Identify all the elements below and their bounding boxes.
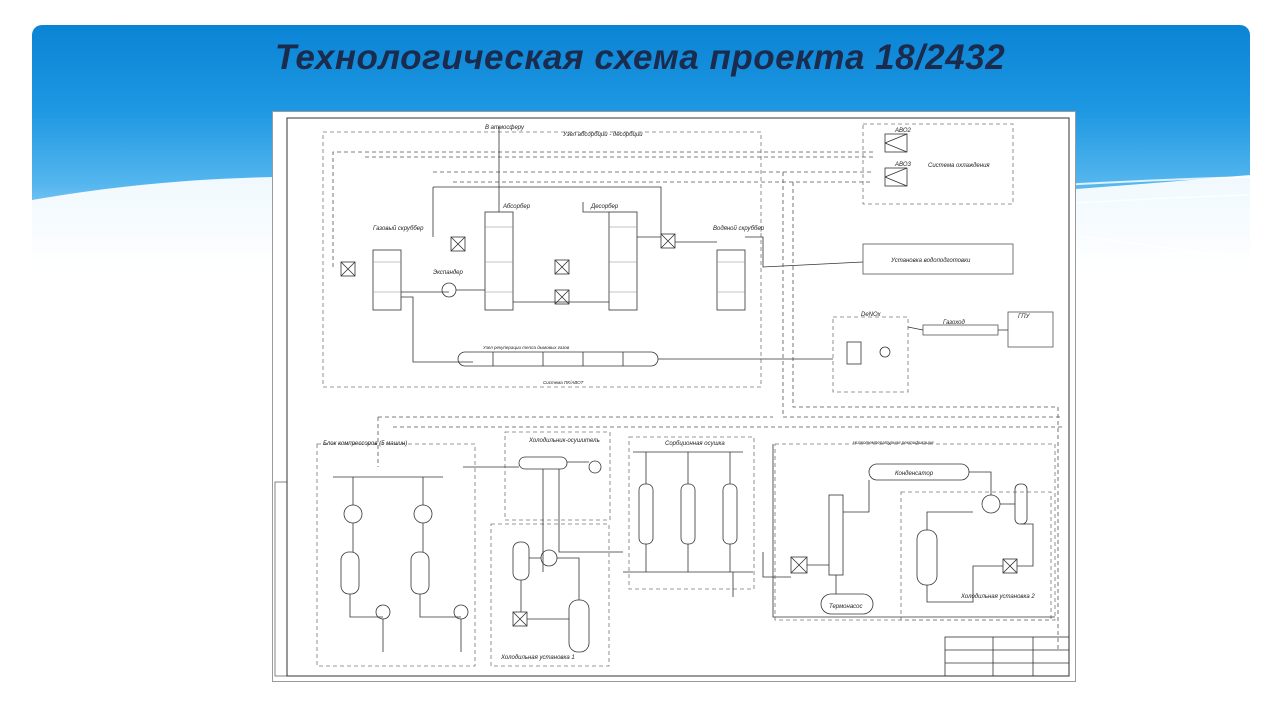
process-flow-diagram: В атмосферу Узел абсорбции - десорбции А… bbox=[272, 111, 1076, 682]
label-sorption-drying: Сорбционная осушка bbox=[665, 441, 725, 447]
label-gpu: ГПУ bbox=[1018, 314, 1031, 320]
label-absorption-node: Узел абсорбции - десорбции bbox=[562, 132, 643, 138]
slide-title: Технологическая схема проекта 18/2432 bbox=[274, 38, 1006, 77]
label-avo2: АВО2 bbox=[894, 128, 912, 134]
label-compressor-block: Блок компрессоров (5 машин) bbox=[323, 441, 407, 447]
label-absorber: Абсорбер bbox=[502, 204, 531, 210]
label-gas-scrubber: Газовый скруббер bbox=[373, 225, 424, 232]
label-atmosphere: В атмосферу bbox=[485, 125, 525, 131]
label-condenser: Конденсатор bbox=[895, 471, 934, 477]
label-low-temp: Низкотемпературная ректификация bbox=[853, 440, 934, 445]
label-expander: Экспандер bbox=[433, 270, 464, 276]
label-water-scrubber: Водяной скруббер bbox=[713, 225, 765, 232]
label-fridge-2: Холодильная установка 2 bbox=[960, 594, 1035, 600]
label-cooler-dryer: Холодильник-осушитель bbox=[528, 438, 600, 444]
label-fridge-1: Холодильная установка 1 bbox=[500, 655, 575, 661]
label-thermopump: Термонасос bbox=[829, 604, 863, 610]
label-demox: DeNOx bbox=[861, 312, 882, 318]
label-gas-duct: Газоход bbox=[943, 320, 965, 326]
label-avo3: АВО3 bbox=[894, 162, 912, 168]
diagram-drawing: В атмосферу Узел абсорбции - десорбции А… bbox=[274, 117, 1070, 677]
label-system: Система ПК/АВОТ bbox=[543, 380, 585, 385]
label-cooling-system: Система охлаждения bbox=[928, 163, 990, 169]
label-desorber: Десорбер bbox=[590, 204, 619, 210]
label-water-prep: Установка водоподготовки bbox=[890, 258, 971, 264]
label-recuperation: Узел рекуперации тепла дымовых газов bbox=[483, 345, 570, 350]
